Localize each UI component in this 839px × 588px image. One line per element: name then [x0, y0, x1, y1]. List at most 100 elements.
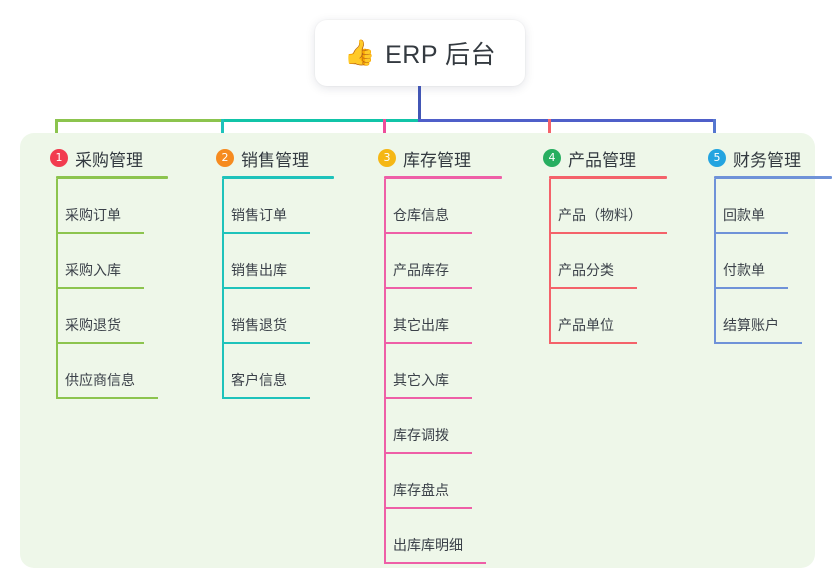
branch-item-rule	[384, 452, 472, 454]
branch-item-rule	[222, 342, 310, 344]
branch-item[interactable]: 采购订单	[34, 179, 184, 234]
branch-item-list: 产品（物料） 产品分类产品单位	[527, 179, 677, 344]
branch-item-rule	[714, 232, 788, 234]
branch-item-label: 产品单位	[558, 317, 614, 333]
branch-item-rule	[222, 232, 310, 234]
branch-item-label: 出库库明细	[393, 537, 463, 553]
branch-spine-line	[222, 179, 224, 399]
branch-item-label: 库存调拨	[393, 427, 449, 443]
branch-item[interactable]: 销售出库	[200, 234, 350, 289]
branch-item-label: 产品库存	[393, 262, 449, 278]
branch-spine-line	[384, 179, 386, 564]
branch-item[interactable]: 其它入库	[362, 344, 512, 399]
branch-header-rule	[384, 176, 502, 179]
branch-item-label: 采购退货	[65, 317, 121, 333]
branch-item-rule	[549, 287, 637, 289]
branch-item-label: 产品分类	[558, 262, 614, 278]
branch-column-库存管理: 3 库存管理仓库信息产品库存其它出库其它入库库存调拨库存盘点出库库明细	[362, 146, 512, 564]
branch-spine-line	[549, 179, 551, 344]
branch-item[interactable]: 其它出库	[362, 289, 512, 344]
branch-item-label: 采购订单	[65, 207, 121, 223]
branch-number-badge: 3	[378, 149, 396, 167]
branch-title: 产品管理	[568, 150, 636, 170]
branch-item-rule	[384, 342, 472, 344]
branch-header-3[interactable]: 3 库存管理	[362, 146, 512, 170]
branch-item-label: 客户信息	[231, 372, 287, 388]
branch-item[interactable]: 结算账户	[692, 289, 832, 344]
branch-item-list: 采购订单采购入库采购退货供应商信息	[34, 179, 184, 399]
branch-header-rule	[714, 176, 832, 179]
branch-item-label: 产品（物料）	[558, 207, 642, 223]
branch-title: 采购管理	[75, 150, 143, 170]
branch-item-label: 库存盘点	[393, 482, 449, 498]
branch-item[interactable]: 采购退货	[34, 289, 184, 344]
branch-item[interactable]: 产品（物料）	[527, 179, 677, 234]
branch-header-rule	[56, 176, 168, 179]
branch-item-rule	[56, 342, 144, 344]
root-node-card[interactable]: 👍 ERP 后台	[315, 20, 525, 86]
branch-item-rule	[56, 287, 144, 289]
branch-item-rule	[384, 507, 472, 509]
branch-item-list: 仓库信息产品库存其它出库其它入库库存调拨库存盘点出库库明细	[362, 179, 512, 564]
branch-item[interactable]: 产品库存	[362, 234, 512, 289]
branch-number-badge: 2	[216, 149, 234, 167]
branch-item[interactable]: 产品分类	[527, 234, 677, 289]
branch-number-badge: 5	[708, 149, 726, 167]
branch-item-label: 仓库信息	[393, 207, 449, 223]
branch-item-rule	[714, 342, 802, 344]
branch-item[interactable]: 仓库信息	[362, 179, 512, 234]
branch-title: 销售管理	[241, 150, 309, 170]
branch-item-list: 销售订单销售出库销售退货客户信息	[200, 179, 350, 399]
root-node-title: ERP 后台	[385, 41, 497, 69]
bus-segment-mid	[221, 119, 420, 122]
branch-item-label: 结算账户	[723, 317, 779, 333]
branch-header-rule	[222, 176, 334, 179]
branch-item-label: 回款单	[723, 207, 765, 223]
branch-number-badge: 4	[543, 149, 561, 167]
branch-item-list: 回款单付款单结算账户	[692, 179, 832, 344]
branch-item-label: 销售退货	[231, 317, 287, 333]
branch-item-rule	[222, 287, 310, 289]
branch-item-label: 其它入库	[393, 372, 449, 388]
branch-header-5[interactable]: 5 财务管理	[692, 146, 832, 170]
branch-header-2[interactable]: 2 销售管理	[200, 146, 350, 170]
root-stem-line	[418, 86, 421, 122]
branch-title: 库存管理	[403, 150, 471, 170]
branch-title: 财务管理	[733, 150, 801, 170]
branch-item[interactable]: 付款单	[692, 234, 832, 289]
branch-item-rule	[56, 232, 144, 234]
branch-header-4[interactable]: 4 产品管理	[527, 146, 677, 170]
branch-item[interactable]: 产品单位	[527, 289, 677, 344]
branch-item[interactable]: 库存盘点	[362, 454, 512, 509]
branch-item-rule	[549, 232, 667, 234]
branch-item-rule	[384, 232, 472, 234]
branch-item[interactable]: 销售订单	[200, 179, 350, 234]
branch-item-rule	[384, 562, 486, 564]
branch-item-rule	[384, 287, 472, 289]
branches-panel	[20, 133, 815, 568]
branch-item-rule	[384, 397, 472, 399]
branch-item-rule	[222, 397, 310, 399]
branch-column-产品管理: 4 产品管理产品（物料） 产品分类产品单位	[527, 146, 677, 344]
branch-item[interactable]: 客户信息	[200, 344, 350, 399]
branch-item[interactable]: 供应商信息	[34, 344, 184, 399]
branch-header-rule	[549, 176, 667, 179]
branch-item-rule	[714, 287, 788, 289]
thumbs-up-icon: 👍	[343, 38, 376, 67]
branch-item[interactable]: 回款单	[692, 179, 832, 234]
branch-spine-line	[714, 179, 716, 344]
branch-item-rule	[56, 397, 158, 399]
branch-item-label: 供应商信息	[65, 372, 135, 388]
bus-segment-right	[418, 119, 716, 122]
branch-item-label: 其它出库	[393, 317, 449, 333]
branch-spine-line	[56, 179, 58, 399]
branch-item[interactable]: 采购入库	[34, 234, 184, 289]
branch-item[interactable]: 销售退货	[200, 289, 350, 344]
branch-column-销售管理: 2 销售管理销售订单销售出库销售退货客户信息	[200, 146, 350, 399]
branch-item-label: 采购入库	[65, 262, 121, 278]
branch-item[interactable]: 库存调拨	[362, 399, 512, 454]
branch-item[interactable]: 出库库明细	[362, 509, 512, 564]
